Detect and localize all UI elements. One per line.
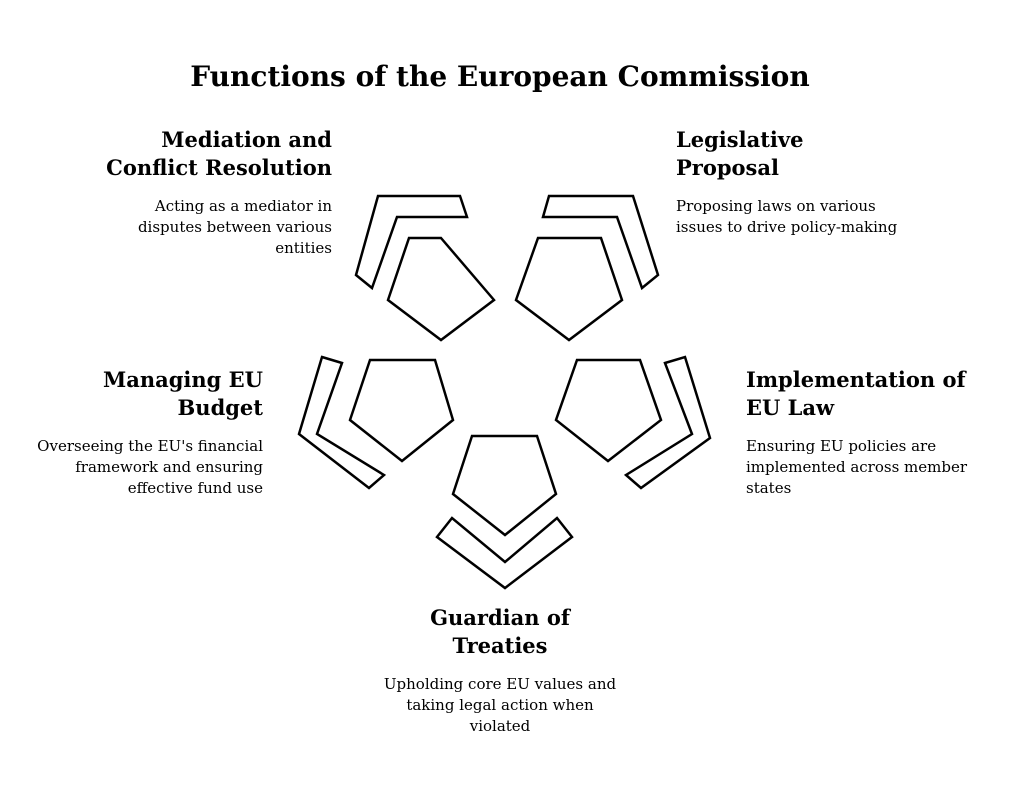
- function-description: Proposing laws on various issues to driv…: [676, 196, 976, 238]
- function-heading: Mediation and Conflict Resolution: [60, 126, 332, 182]
- description-line: Ensuring EU policies are: [746, 437, 937, 455]
- heading-line: Managing EU: [103, 367, 263, 392]
- guardian-pentagon-icon: [451, 434, 558, 537]
- description-line: violated: [469, 717, 531, 735]
- description-line: implemented across member: [746, 458, 968, 476]
- heading-line: Legislative: [676, 127, 804, 152]
- description-line: disputes between various: [137, 218, 332, 236]
- guardian-chevron-icon: [435, 516, 574, 590]
- diagram-title: Functions of the European Commission: [190, 60, 810, 93]
- heading-line: Guardian of: [430, 605, 570, 630]
- function-heading: Managing EU Budget: [10, 366, 263, 422]
- function-heading: Implementation of EU Law: [746, 366, 1016, 422]
- description-line: states: [746, 479, 792, 497]
- description-line: effective fund use: [127, 479, 263, 497]
- heading-line: Implementation of: [746, 367, 966, 392]
- implementation-pentagon-icon: [554, 358, 663, 463]
- function-guardian: Guardian of Treaties Upholding core EU v…: [350, 604, 650, 737]
- description-line: framework and ensuring: [75, 458, 263, 476]
- mediation-chevron-icon: [354, 194, 469, 291]
- heading-line: Mediation and: [161, 127, 332, 152]
- function-description: Ensuring EU policies are implemented acr…: [746, 436, 1016, 499]
- description-line: entities: [275, 239, 332, 257]
- budget-chevron-icon: [297, 355, 387, 490]
- function-legislative-proposal: Legislative Proposal Proposing laws on v…: [676, 126, 976, 238]
- implementation-chevron-icon: [623, 355, 712, 490]
- description-line: Upholding core EU values and: [383, 675, 617, 693]
- heading-line: Conflict Resolution: [106, 155, 332, 180]
- legislative-chevron-icon: [541, 194, 660, 291]
- function-description: Upholding core EU values and taking lega…: [350, 674, 650, 737]
- function-mediation: Mediation and Conflict Resolution Acting…: [60, 126, 332, 259]
- function-description: Acting as a mediator in disputes between…: [60, 196, 332, 259]
- legislative-pentagon-icon: [514, 236, 624, 342]
- mediation-pentagon-icon: [386, 236, 496, 342]
- function-heading: Legislative Proposal: [676, 126, 976, 182]
- description-line: Overseeing the EU's financial: [37, 437, 263, 455]
- heading-line: EU Law: [746, 395, 835, 420]
- heading-line: Proposal: [676, 155, 779, 180]
- function-implementation: Implementation of EU Law Ensuring EU pol…: [746, 366, 1016, 499]
- heading-line: Budget: [177, 395, 263, 420]
- description-line: issues to drive policy-making: [676, 218, 898, 236]
- function-managing-budget: Managing EU Budget Overseeing the EU's f…: [10, 366, 263, 499]
- description-line: Acting as a mediator in: [154, 197, 332, 215]
- function-description: Overseeing the EU's financial framework …: [10, 436, 263, 499]
- budget-pentagon-icon: [348, 358, 455, 463]
- function-heading: Guardian of Treaties: [350, 604, 650, 660]
- description-line: taking legal action when: [406, 696, 594, 714]
- description-line: Proposing laws on various: [676, 197, 876, 215]
- heading-line: Treaties: [452, 633, 548, 658]
